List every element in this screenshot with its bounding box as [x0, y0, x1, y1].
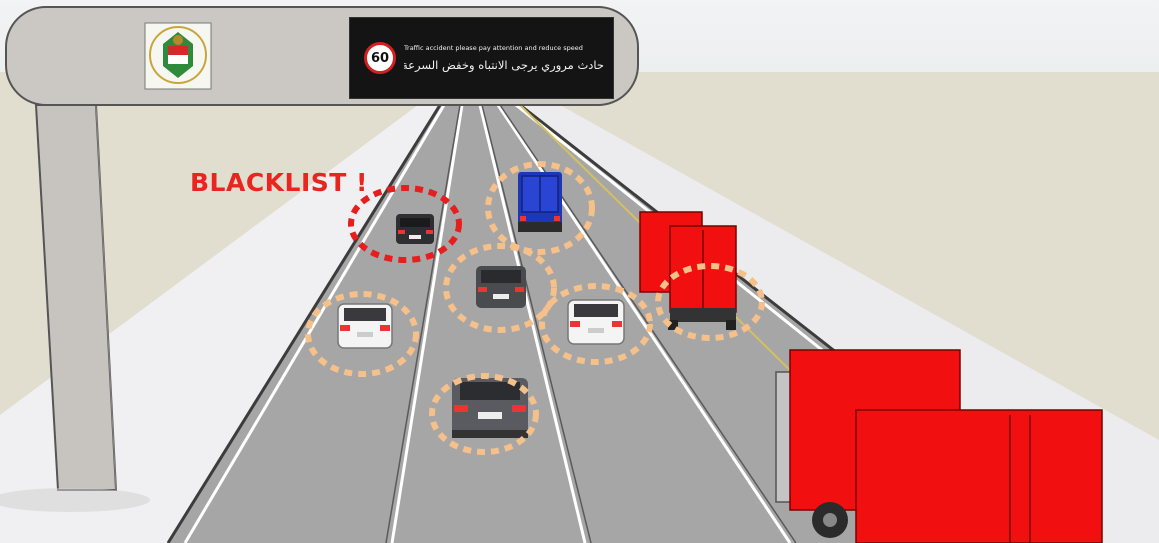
blacklist-annotation: BLACKLIST !: [190, 168, 368, 197]
white-car-left: [338, 304, 392, 348]
sign-message-english: Traffic accident please pay attention an…: [404, 44, 609, 52]
speed-limit-icon: 60: [364, 42, 396, 74]
grey-car-middle: [476, 266, 526, 308]
variable-message-sign: 60 Traffic accident please pay attention…: [349, 17, 614, 99]
police-emblem-icon: [145, 23, 211, 89]
blue-van: [518, 172, 562, 232]
white-car-right: [568, 300, 624, 344]
grey-car-front: [452, 378, 528, 438]
sign-message-arabic: حادث مروري يرجى الانتباه وخفض السرعة: [404, 58, 604, 72]
blacklisted-car: [396, 214, 434, 244]
